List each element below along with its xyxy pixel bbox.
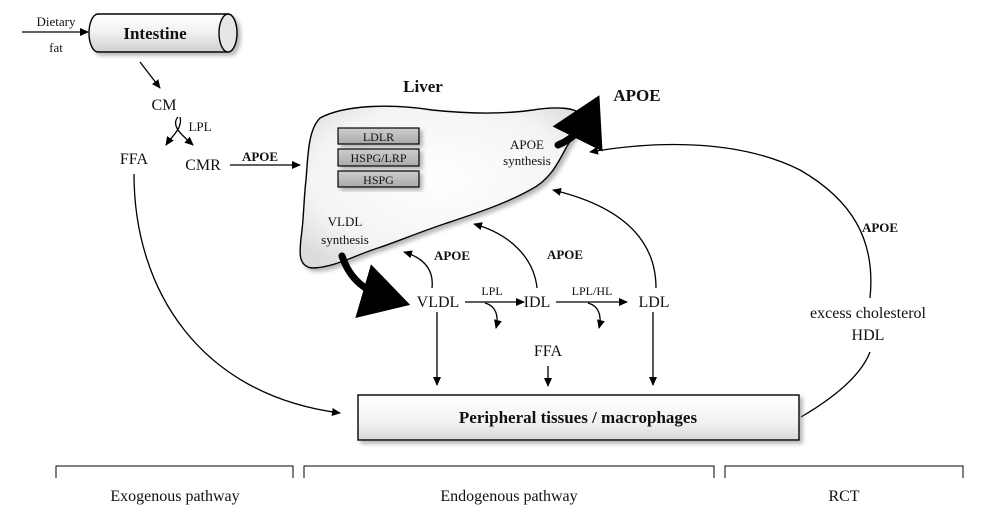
- liver-shape: [299, 105, 583, 269]
- intestine-to-cm-arrow: [139, 61, 161, 89]
- intestine-label: Intestine: [123, 24, 187, 43]
- lpl-vldl-label: LPL: [481, 284, 502, 298]
- receptor-ldlr: LDLR: [337, 127, 420, 145]
- idl-to-liver-arrow: [473, 222, 538, 289]
- receptor-hspg-lrp: HSPG/LRP: [337, 148, 420, 167]
- rct-bracket: [724, 465, 964, 478]
- apoe-idl-label: APOE: [547, 247, 583, 262]
- lpl-hl-label: LPL/HL: [572, 284, 613, 298]
- apoe-hdl-label: APOE: [862, 220, 898, 235]
- receptor-hspg: HSPG: [337, 170, 420, 188]
- rct-pathway-label: RCT: [828, 488, 859, 505]
- vldl-synthesis-line2: synthesis: [321, 232, 369, 247]
- receptor-hspg-lrp-label: HSPG/LRP: [350, 151, 406, 165]
- receptor-ldlr-label: LDLR: [363, 130, 394, 144]
- dietary-fat-label-line2: fat: [49, 40, 63, 55]
- dietary-fat-label-line1: Dietary: [37, 14, 76, 29]
- cmr-label: CMR: [185, 157, 221, 174]
- ffa-left-label: FFA: [120, 151, 149, 168]
- exogenous-pathway-label: Exogenous pathway: [110, 488, 239, 505]
- peripheral-tissues-label: Peripheral tissues / macrophages: [459, 408, 698, 427]
- apoe-synthesis-line2: synthesis: [503, 153, 551, 168]
- endogenous-bracket: [303, 465, 715, 478]
- vldl-synthesis-line1: VLDL: [328, 214, 363, 229]
- cm-label: CM: [152, 97, 177, 114]
- lpl-cm-label: LPL: [188, 119, 211, 134]
- vldl-secretion-arrow: [338, 252, 411, 319]
- ffa-bottom-label: FFA: [534, 343, 563, 360]
- liver-title: Liver: [403, 77, 443, 96]
- apoe-synthesis-line1: APOE: [510, 137, 544, 152]
- vldl-to-liver-arrow: [403, 250, 433, 289]
- idl-ffa-release-arrow: [587, 302, 605, 329]
- hdl-label-line1: excess cholesterol: [810, 305, 927, 322]
- apoe-vldl-label: APOE: [434, 248, 470, 263]
- endogenous-pathway-label: Endogenous pathway: [440, 488, 577, 505]
- intestine-cylinder: [88, 13, 238, 53]
- vldl-ffa-release-arrow: [484, 302, 502, 329]
- exogenous-bracket: [55, 465, 294, 478]
- apoe-secretion-arrow: [552, 95, 603, 152]
- receptor-hspg-label: HSPG: [363, 173, 394, 187]
- apoe-out-label: APOE: [613, 86, 660, 105]
- vldl-label: VLDL: [417, 294, 460, 311]
- peripheral-tissues-box: [357, 394, 800, 441]
- hdl-to-liver-arrow: [590, 145, 872, 418]
- ldl-label: LDL: [638, 294, 669, 311]
- hdl-label-line2: HDL: [852, 327, 885, 344]
- ffa-to-peripheral-arrow: [133, 173, 341, 416]
- cm-to-ffa-arrow: [165, 116, 182, 146]
- ldl-to-liver-arrow: [552, 187, 657, 289]
- idl-label: IDL: [524, 294, 551, 311]
- cm-to-cmr-arrow: [174, 116, 194, 146]
- apoe-cmr-label: APOE: [242, 149, 278, 164]
